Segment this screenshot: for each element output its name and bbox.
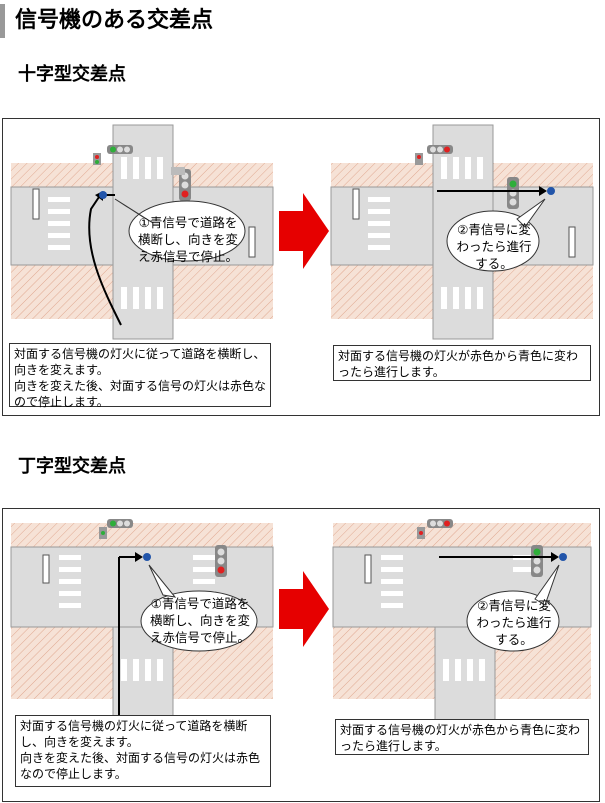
arrow-right-icon [279,193,329,269]
cross-intersection-panel: ①青信号で道路を 横断し、向きを変 え赤信号で停止。 ②青信号に変 わったら進行… [2,118,600,416]
cross-diagram-right [330,124,594,340]
t-diagram-left [10,519,274,728]
section-heading-t: 丁字型交差点 [18,456,126,477]
cross-left-caption: 対面する信号機の灯火に従って道路を横断し、向きを変えます。 向きを変えた後、対面… [9,343,271,409]
t-intersection-panel: ①青信号で道路を 横断し、向きを変 え赤信号で停止。 ②青信号に変 わったら進行… [2,508,600,802]
t-diagram-right [332,519,592,728]
page-title: 信号機のある交差点 [0,4,605,38]
cross-left-callout: ①青信号で道路を 横断し、向きを変 え赤信号で停止。 [137,215,238,264]
cross-diagram-left [10,124,274,340]
section-heading-cross: 十字型交差点 [18,64,126,85]
cross-right-callout: ②青信号に変 わったら進行 する。 [456,222,532,271]
cross-right-caption: 対面する信号機の灯火が赤色から青色に変わったら進行します。 [333,345,591,381]
t-left-callout: ①青信号で道路を 横断し、向きを変 え赤信号で停止。 [149,596,250,645]
t-left-caption: 対面する信号機の灯火に従って道路を横断し、向きを変えます。 向きを変えた後、対面… [15,715,271,787]
arrow-right-icon [279,571,329,647]
t-right-caption: 対面する信号機の灯火が赤色から青色に変わったら進行します。 [335,719,589,755]
t-right-callout: ②青信号に変 わったら進行 する。 [476,598,552,647]
